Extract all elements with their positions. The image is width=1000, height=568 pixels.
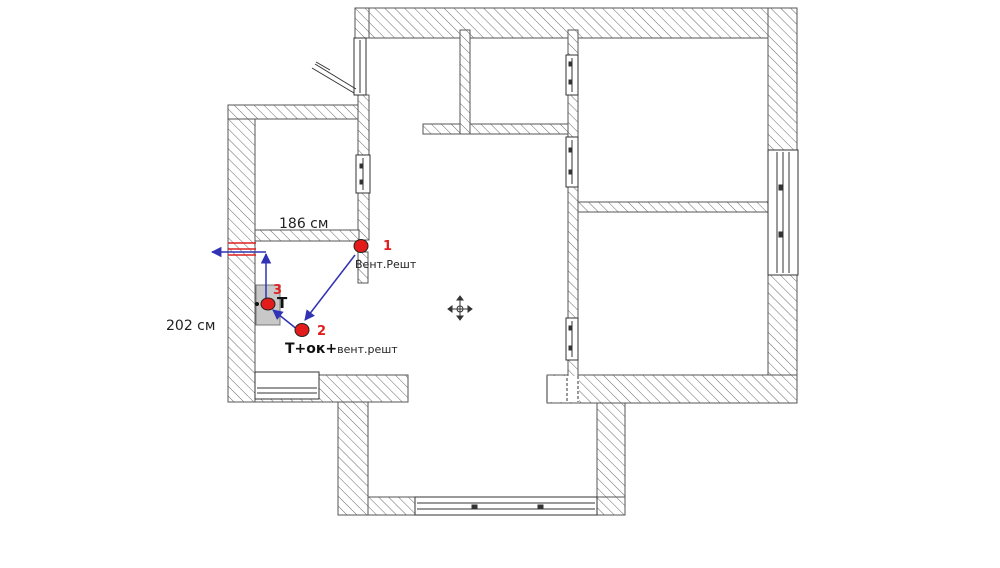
vent-duct [228, 242, 256, 256]
marker-point-3 [260, 297, 276, 311]
arrow-1-to-2 [304, 254, 356, 321]
point-2-number: 2 [317, 324, 326, 339]
marker-point-2 [294, 323, 310, 337]
walls [227, 7, 798, 516]
point-1-number: 1 [383, 239, 392, 254]
dimension-width-label: 186 см [279, 216, 328, 232]
dimension-height-label: 202 см [166, 318, 215, 334]
point-2-caption-main: Т+ок+вент.решт [285, 341, 398, 357]
point-2-caption-sub: вент.решт [337, 343, 398, 356]
marker-point-1 [353, 239, 369, 253]
airflow-arrows [210, 246, 356, 331]
doors [355, 54, 579, 402]
labels: 186 см 202 см 1 Вент.Решт 2 Т+ок+вент.ре… [166, 216, 417, 357]
point-3-caption: Т [277, 294, 288, 312]
arrow-2-to-3 [272, 309, 299, 331]
point-3-number: 3 [273, 283, 282, 298]
marker-point-3-dot [255, 302, 259, 306]
windows [254, 37, 799, 516]
point-1-caption: Вент.Решт [355, 258, 417, 271]
move-cursor-icon [447, 295, 473, 321]
markers [255, 239, 369, 337]
